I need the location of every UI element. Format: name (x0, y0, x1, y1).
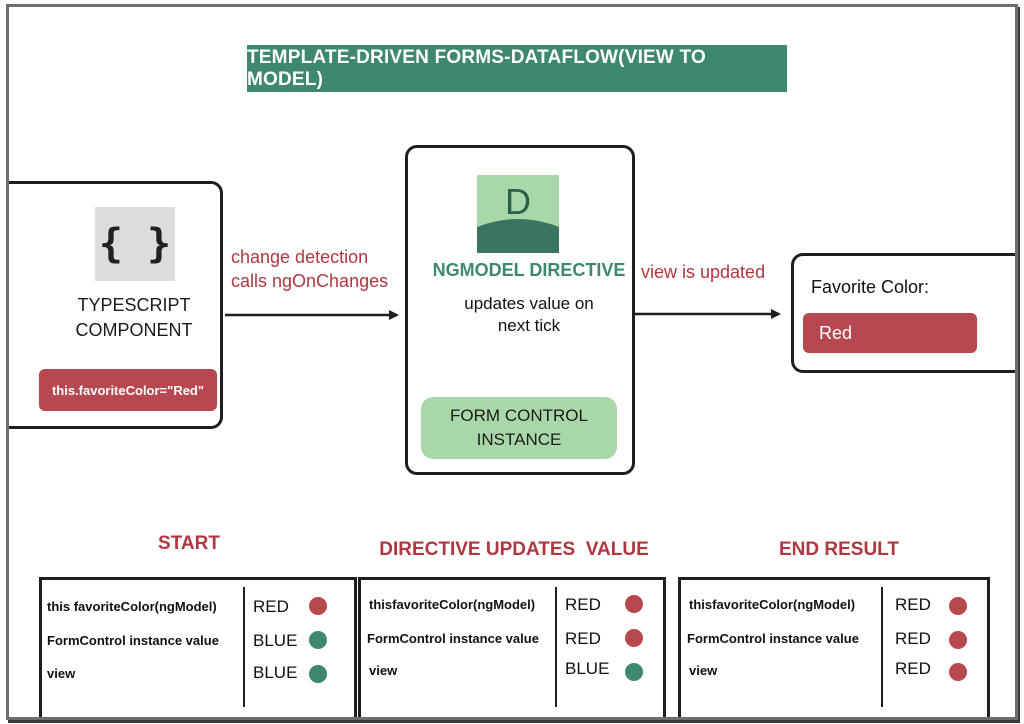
diagram-title: TEMPLATE-DRIVEN FORMS-DATAFLOW(VIEW TO M… (247, 45, 787, 92)
red-dot-icon (949, 597, 967, 615)
red-dot-icon (625, 629, 643, 647)
red-dot-icon (309, 597, 327, 615)
green-dot-icon (625, 663, 643, 681)
table-row-value: RED (565, 629, 601, 648)
table-row-value: RED (565, 595, 601, 614)
favorite-color-value: Red (803, 313, 977, 353)
table-row-label: this favoriteColor(ngModel) (47, 599, 217, 614)
change-detection-label: change detection calls ngOnChanges (231, 245, 388, 293)
directive-description-line1: updates value on (464, 294, 594, 313)
curly-braces-icon: { } (95, 207, 175, 281)
green-dot-icon (309, 631, 327, 649)
table-row-value: RED (895, 595, 931, 614)
state-table-directive-updates (358, 577, 666, 717)
table-row-label: view (689, 663, 718, 678)
change-detection-line2: calls ngOnChanges (231, 271, 389, 291)
section-title-directive-updates: DIRECTIVE UPDATES VALUE (379, 539, 649, 560)
table-row-label: thisfavoriteColor(ngModel) (689, 597, 856, 612)
table-row-value: RED (895, 659, 931, 678)
table-row-value: BLUE (253, 631, 298, 650)
form-control-line2: INSTANCE (476, 430, 562, 449)
component-code: this.favoriteColor="Red" (39, 369, 217, 411)
state-table-end-result (678, 577, 990, 717)
favorite-color-label: Favorite Color: (811, 277, 930, 297)
change-detection-line1: change detection (231, 247, 369, 267)
section-title-start: START (158, 533, 220, 554)
component-label-line1: TYPESCRIPT (77, 295, 191, 315)
red-dot-icon (625, 595, 643, 613)
diagram-frame: TEMPLATE-DRIVEN FORMS-DATAFLOW(VIEW TO M… (6, 4, 1018, 720)
table-row-label: FormControl instance value (687, 631, 859, 646)
directive-icon: D (477, 175, 559, 253)
table-row-value: BLUE (565, 659, 610, 678)
ngmodel-directive-title: NGMODEL DIRECTIVE (432, 260, 626, 280)
directive-icon-letter: D (505, 181, 531, 222)
table-row-label: thisfavoriteColor(ngModel) (369, 597, 536, 612)
state-table-start (39, 577, 357, 717)
table-row-label: FormControl instance value (367, 631, 539, 646)
table-row-value: BLUE (253, 663, 298, 682)
table-row-label: FormControl instance value (47, 633, 219, 648)
table-row-label: view (369, 663, 398, 678)
directive-description: updates value on next tick (429, 293, 629, 337)
green-dot-icon (309, 665, 327, 683)
table-divider (243, 587, 245, 707)
component-label-line2: COMPONENT (75, 320, 193, 340)
view-updated-label: view is updated (641, 262, 766, 282)
form-control-line1: FORM CONTROL (450, 406, 588, 425)
table-row-value: RED (253, 597, 289, 616)
table-divider (881, 587, 883, 707)
section-title-end-result: END RESULT (779, 539, 899, 560)
form-control-instance-box: FORM CONTROL INSTANCE (421, 397, 617, 459)
component-label: TYPESCRIPT COMPONENT (59, 293, 209, 343)
red-dot-icon (949, 663, 967, 681)
table-row-value: RED (895, 629, 931, 648)
directive-description-line2: next tick (497, 316, 561, 335)
directive-icon-wave (477, 219, 559, 253)
red-dot-icon (949, 631, 967, 649)
table-row-label: view (47, 666, 76, 681)
table-divider (555, 587, 557, 707)
